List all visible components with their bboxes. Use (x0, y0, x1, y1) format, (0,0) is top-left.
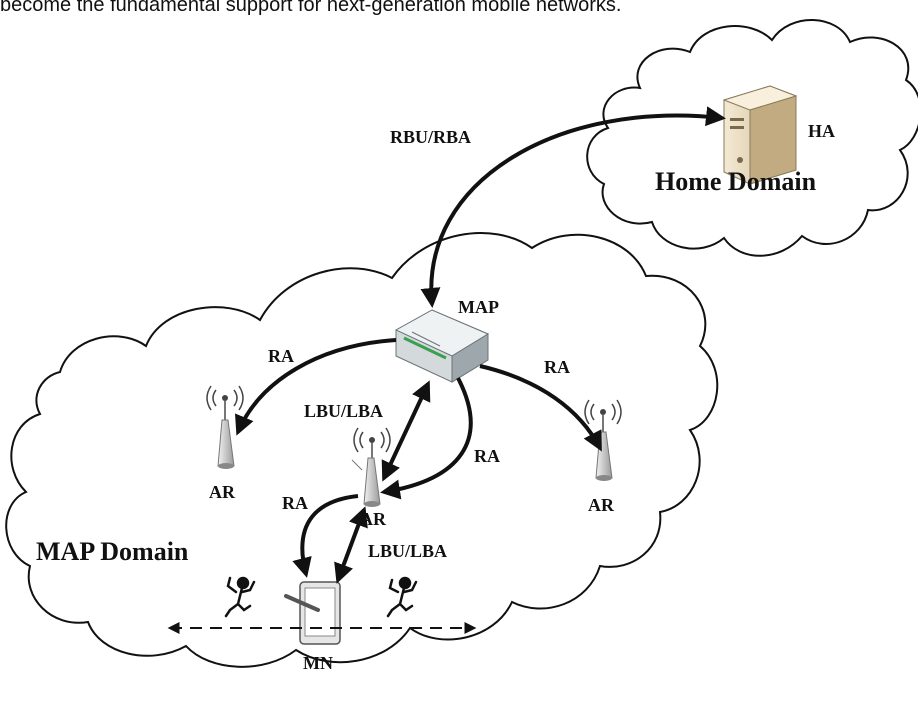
rbu-rba-arrow (420, 106, 726, 308)
label-ra-mn: RA (282, 493, 308, 513)
ra-arrow-center (380, 377, 473, 500)
person-icon (386, 576, 418, 618)
label-lbu-lba-lower: LBU/LBA (368, 541, 447, 561)
router-icon (394, 309, 490, 383)
label-rbu-rba: RBU/RBA (390, 127, 471, 147)
map-domain-cloud (5, 232, 719, 668)
label-lbu-lba-upper: LBU/LBA (304, 401, 383, 421)
ra-arrow-mn (292, 494, 359, 578)
label-ar-left: AR (209, 482, 236, 502)
lbu-lba-arrow-upper (381, 380, 431, 482)
label-ra-left: RA (268, 346, 294, 366)
antenna-icon (206, 385, 244, 469)
lbu-lba-arrow-lower (334, 506, 368, 584)
label-ha: HA (808, 121, 835, 141)
label-home-domain: Home Domain (655, 167, 817, 196)
header-text: become the fundamental support for next-… (0, 0, 622, 16)
person-icon (224, 576, 256, 618)
label-ra-center: RA (474, 446, 500, 466)
label-ra-right: RA (544, 357, 570, 377)
label-ar-right: AR (588, 495, 615, 515)
label-map: MAP (458, 297, 499, 317)
ra-arrow-right (479, 364, 602, 452)
label-mn: MN (303, 653, 333, 673)
ra-arrow-left (235, 338, 397, 436)
label-map-domain: MAP Domain (36, 537, 189, 566)
label-ar-center: AR (360, 509, 387, 529)
